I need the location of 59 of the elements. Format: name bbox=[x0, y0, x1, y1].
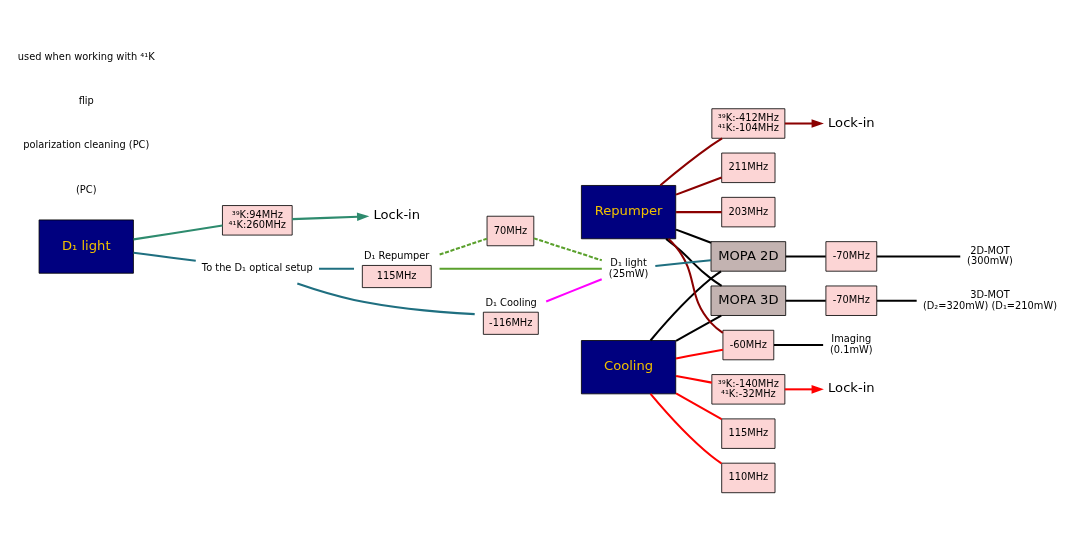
connector bbox=[675, 228, 712, 244]
connector bbox=[876, 299, 917, 302]
label: (PC) bbox=[76, 183, 97, 195]
node-label: D₁ Cooling bbox=[485, 296, 537, 308]
connector bbox=[676, 210, 722, 213]
connector bbox=[439, 237, 488, 256]
node-box: Cooling bbox=[581, 339, 677, 394]
connector bbox=[675, 176, 722, 196]
label: used when working with ⁴¹K bbox=[17, 50, 155, 62]
connector bbox=[675, 348, 724, 359]
node-box: MOPA 2D bbox=[710, 240, 787, 272]
node-box: 211MHz bbox=[721, 152, 776, 183]
connector bbox=[675, 374, 712, 384]
node-text: D₁ light (25mW) bbox=[608, 256, 649, 279]
arrow bbox=[292, 211, 370, 221]
connector bbox=[297, 282, 475, 315]
node-box: -60MHz bbox=[722, 329, 775, 360]
arrow bbox=[784, 384, 824, 394]
connector bbox=[667, 237, 724, 334]
connector bbox=[649, 392, 722, 464]
node-text: To the D₁ optical setup bbox=[201, 261, 313, 273]
label: polarization cleaning (PC) bbox=[23, 138, 150, 150]
connector bbox=[876, 254, 961, 257]
label: flip bbox=[78, 94, 94, 106]
node-text: 2D-MOT (300mW) bbox=[967, 244, 1013, 266]
node-box: 70MHz bbox=[486, 215, 535, 246]
connector bbox=[675, 314, 722, 342]
node-box: ³⁹K:-140MHz ⁴¹K:-32MHz bbox=[711, 373, 786, 405]
connector bbox=[665, 237, 723, 287]
arrow bbox=[784, 118, 824, 128]
connector bbox=[785, 299, 826, 302]
node-box: 115MHz bbox=[721, 417, 776, 449]
node-box: 110MHz bbox=[721, 462, 776, 493]
node-box: -70MHz bbox=[825, 240, 878, 272]
node-box: 203MHz bbox=[721, 196, 776, 227]
connector bbox=[439, 267, 602, 270]
node-box: ³⁹K:94MHz ⁴¹K:260MHz bbox=[222, 204, 293, 235]
connector bbox=[533, 236, 603, 261]
node-label: D₁ Repumper bbox=[363, 249, 430, 261]
connector bbox=[649, 269, 722, 341]
connector bbox=[675, 392, 723, 420]
connector bbox=[773, 343, 824, 346]
connector bbox=[659, 136, 723, 186]
node-box: MOPA 3D bbox=[710, 285, 787, 316]
node-text: Imaging (0.1mW) bbox=[830, 332, 873, 355]
node-box: Repumper bbox=[581, 184, 677, 239]
connector bbox=[785, 254, 826, 257]
node-text: Lock-in bbox=[828, 114, 875, 130]
connector bbox=[545, 277, 603, 302]
connector bbox=[133, 251, 196, 262]
connector bbox=[133, 224, 223, 240]
node-box: D₁ light bbox=[38, 219, 134, 274]
connector bbox=[655, 258, 711, 267]
node-text: 3D-MOT (D₂=320mW) (D₁=210mW) bbox=[922, 288, 1058, 311]
node-box: ³⁹K:-412MHz ⁴¹K:-104MHz bbox=[711, 107, 786, 139]
node-text: Lock-in bbox=[373, 206, 421, 222]
connector bbox=[319, 267, 354, 270]
node-box: -70MHz bbox=[825, 285, 878, 316]
node-text: Lock-in bbox=[828, 379, 875, 395]
